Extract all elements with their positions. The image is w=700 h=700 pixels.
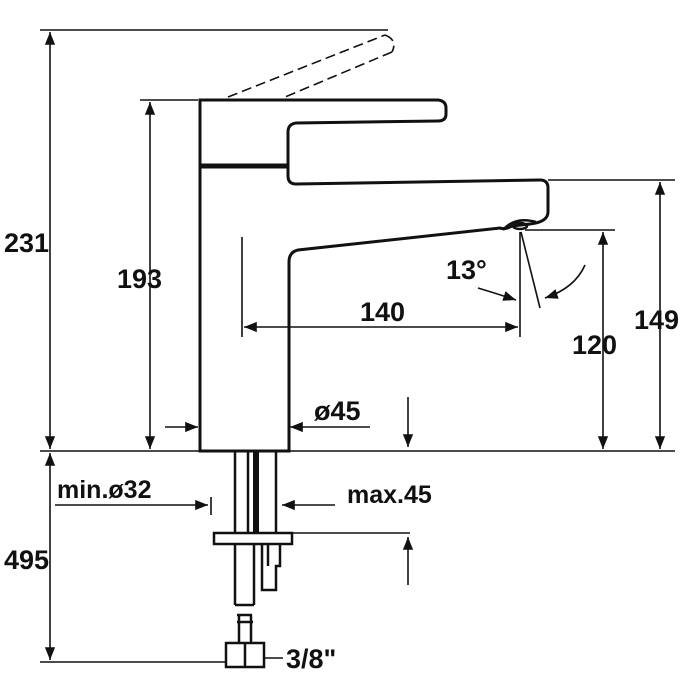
dim-label-thread: 3/8" — [286, 644, 337, 674]
raised-lever-outline — [227, 34, 395, 98]
dim-label-min-hole: min.ø32 — [57, 476, 152, 504]
dim-label-149: 149 — [634, 305, 680, 335]
dim-label-495: 495 — [4, 545, 50, 575]
mounting-flange — [212, 531, 294, 546]
dim-label-231: 231 — [4, 228, 50, 258]
dim-label-120: 120 — [572, 330, 618, 360]
dim-label-140: 140 — [360, 297, 406, 327]
dim-label-angle: 13° — [446, 255, 487, 285]
mounting-assembly — [212, 451, 294, 669]
dim-label-max-deck: max.45 — [347, 481, 432, 509]
dim-label-body-diameter: ø45 — [314, 396, 361, 426]
faucet-body — [198, 98, 550, 453]
dim-label-193: 193 — [117, 264, 163, 294]
